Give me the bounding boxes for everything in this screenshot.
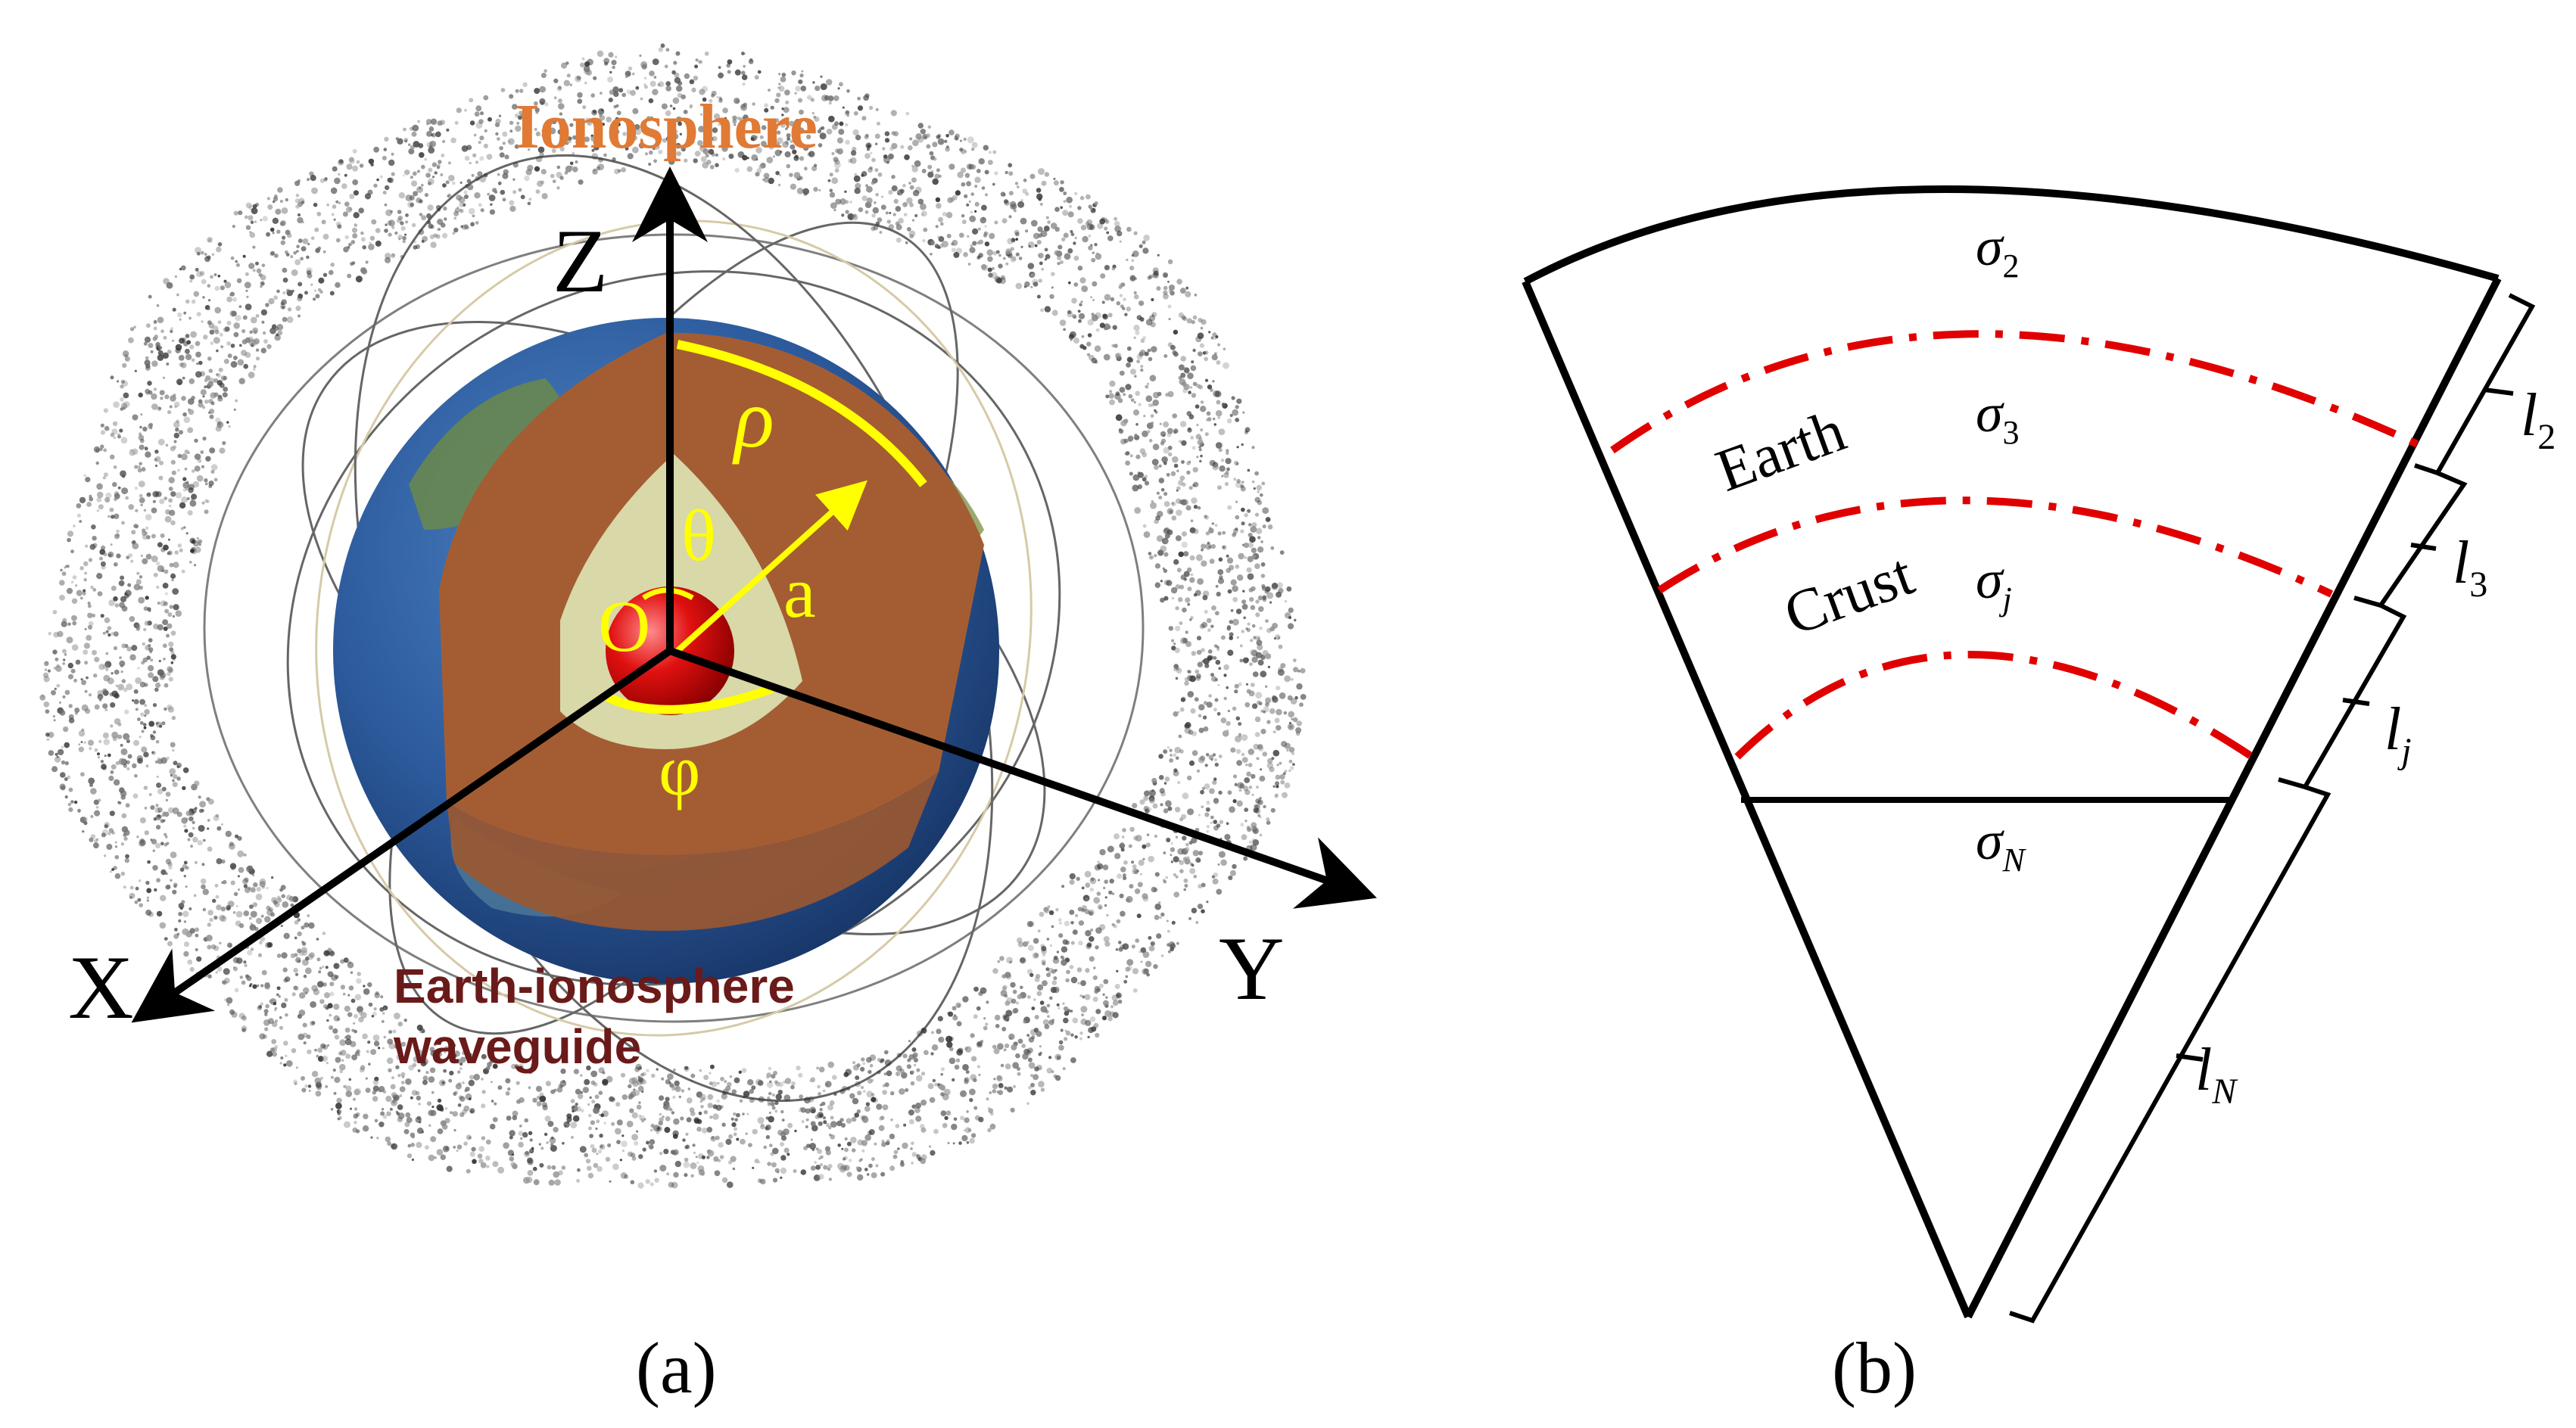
rho-label: ρ <box>732 372 774 465</box>
sigma-3-label: σ3 <box>1976 383 2020 451</box>
right-side <box>1964 276 2502 1319</box>
phi-arc <box>603 684 774 714</box>
bracket-lN <box>2009 785 2331 1324</box>
boundary-3 <box>1657 496 2334 598</box>
sigma-j-label: σj <box>1976 549 2012 618</box>
radius-label: a <box>783 552 816 633</box>
sector-outline <box>1522 185 2502 1319</box>
origin-label: O <box>598 586 650 667</box>
panel-a: Ionosphere Earth-ionosphere waveguide Z … <box>39 43 1377 1408</box>
waveguide-label-line1: Earth-ionosphere <box>394 959 795 1013</box>
earth-label: Earth <box>1708 397 1854 505</box>
l2-label: l2 <box>2521 382 2556 457</box>
caption-a: (a) <box>636 1327 717 1408</box>
y-axis <box>668 647 1377 909</box>
ionosphere-label: Ionosphere <box>515 92 818 162</box>
bracket-l3 <box>2353 471 2468 608</box>
panel-b: σ2 σ3 σj σN Earth Crust l2 l3 lj lN (b) <box>1522 185 2556 1408</box>
axis-z-label: Z <box>553 210 608 311</box>
axes <box>131 166 1377 1023</box>
thickness-bracket <box>2009 293 2536 1324</box>
x-axis <box>131 647 672 1023</box>
phi-label: φ <box>659 730 700 810</box>
l3-label: l3 <box>2453 530 2487 605</box>
rho-arc <box>676 340 927 487</box>
boundary-2 <box>1610 330 2425 454</box>
axis-x-label: X <box>68 937 134 1038</box>
sigma-2-label: σ2 <box>1976 216 2020 285</box>
lN-label: lN <box>2195 1037 2238 1112</box>
outer-arc <box>1523 185 2500 285</box>
layer-boundaries <box>1610 330 2425 761</box>
ionosphere-ring <box>39 43 1307 1189</box>
angle-annotations <box>603 340 927 714</box>
axis-y-label: Y <box>1219 918 1285 1019</box>
caption-b: (b) <box>1832 1327 1917 1408</box>
boundary-j <box>1734 651 2254 761</box>
radius-a-arrow <box>675 480 867 653</box>
sigma-N-label: σN <box>1976 810 2027 879</box>
lj-label: lj <box>2384 696 2412 771</box>
waveguide-label-line2: waveguide <box>393 1019 641 1074</box>
theta-label: θ <box>681 495 716 576</box>
crust-label: Crust <box>1776 541 1922 649</box>
